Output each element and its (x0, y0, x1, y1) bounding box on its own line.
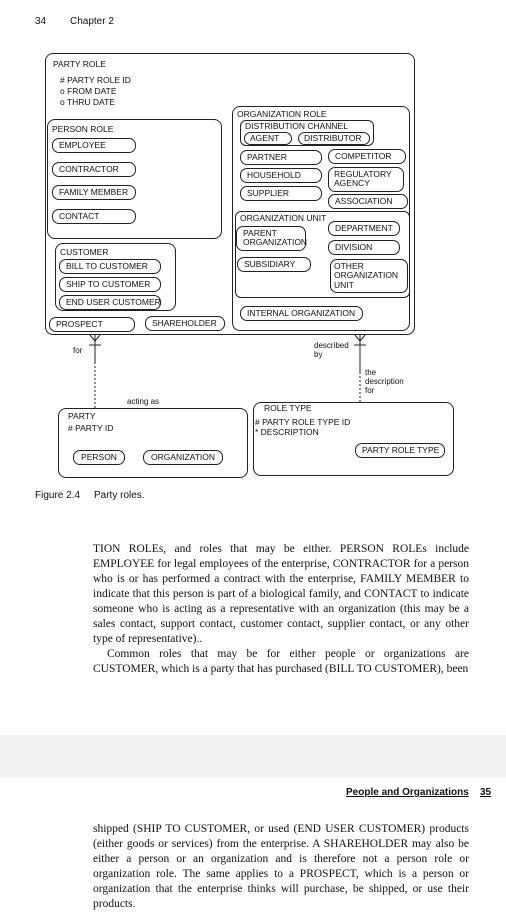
end-user-customer-entity: END USER CUSTOMER (59, 295, 161, 311)
organization-unit-title: ORGANIZATION UNIT (240, 213, 327, 223)
running-header-title: People and Organizations (346, 787, 469, 798)
contractor-entity: CONTRACTOR (52, 162, 136, 178)
from-date-attr: o FROM DATE (60, 86, 117, 96)
person-role-title: PERSON ROLE (52, 124, 114, 134)
person-entity: PERSON (73, 450, 125, 466)
party-roles-diagram: PARTY ROLE # PARTY ROLE ID o FROM DATE o… (45, 53, 454, 478)
association-entity: ASSOCIATION (328, 194, 408, 210)
party-role-type-entity: PARTY ROLE TYPE (355, 443, 445, 459)
distribution-channel-entity (240, 120, 374, 146)
figure-caption: Party roles. (94, 490, 145, 501)
figure-label: Figure 2.4 (35, 490, 81, 501)
running-header-page-number: 35 (480, 787, 492, 798)
party-role-title: PARTY ROLE (53, 59, 106, 69)
rel-for-label: for (73, 346, 83, 355)
family-member-entity: FAMILY MEMBER (52, 185, 136, 201)
subsidiary-entity: SUBSIDIARY (237, 257, 311, 273)
rel-acting-as-label: acting as (127, 397, 160, 406)
party-title: PARTY (68, 411, 96, 421)
description-attr: * DESCRIPTION (255, 427, 319, 437)
organization-entity: ORGANIZATION (143, 450, 223, 466)
body-text-page-34: TION ROLEs, and roles that may be either… (93, 542, 469, 677)
party-role-id-attr: # PARTY ROLE ID (60, 75, 131, 85)
distribution-channel-title: DISTRIBUTION CHANNEL (245, 121, 348, 131)
organization-unit-entity (235, 211, 410, 298)
distributor-entity: DISTRIBUTOR (298, 132, 370, 146)
competitor-entity: COMPETITOR (328, 149, 406, 165)
rel-description-for-label: the description for (365, 368, 404, 396)
body-text-page-35: shipped (SHIP TO CUSTOMER, or used (END … (93, 822, 469, 912)
parent-organization-entity: PARENT ORGANIZATION (236, 226, 307, 251)
page-break (0, 735, 506, 778)
regulatory-agency-entity: REGULATORY AGENCY (328, 167, 404, 192)
customer-entity (55, 243, 176, 311)
bill-to-customer-entity: BILL TO CUSTOMER (59, 259, 161, 275)
other-organization-unit-entity: OTHER ORGANIZATION UNIT (330, 259, 408, 294)
role-type-title: ROLE TYPE (264, 403, 312, 413)
division-entity: DIVISION (328, 240, 400, 256)
agent-entity: AGENT (244, 132, 292, 146)
party-entity (58, 408, 248, 478)
partner-entity: PARTNER (240, 150, 322, 166)
thru-date-attr: o THRU DATE (60, 97, 115, 107)
department-entity: DEPARTMENT (328, 221, 400, 237)
organization-role-title: ORGANIZATION ROLE (237, 109, 327, 119)
role-type-entity (253, 402, 454, 476)
customer-title: CUSTOMER (60, 247, 109, 257)
rel-described-by-label: described by (314, 341, 349, 360)
relationship-lines (89, 334, 366, 408)
party-role-type-id-attr: # PARTY ROLE TYPE ID (255, 417, 351, 427)
party-id-attr: # PARTY ID (68, 423, 114, 433)
paragraph-roles: TION ROLEs, and roles that may be either… (93, 543, 469, 645)
paragraph-common-roles: Common roles that may be for either peop… (93, 648, 469, 675)
supplier-entity: SUPPLIER (240, 186, 322, 202)
contact-entity: CONTACT (52, 209, 136, 225)
person-role-entity (47, 119, 222, 239)
household-entity: HOUSEHOLD (240, 168, 322, 184)
party-role-entity (45, 53, 415, 335)
employee-entity: EMPLOYEE (52, 138, 136, 154)
ship-to-customer-entity: SHIP TO CUSTOMER (59, 277, 161, 293)
shareholder-entity: SHAREHOLDER (145, 316, 225, 332)
paragraph-shipped: shipped (SHIP TO CUSTOMER, or used (END … (93, 823, 469, 910)
internal-organization-entity: INTERNAL ORGANIZATION (240, 306, 363, 322)
prospect-entity: PROSPECT (49, 317, 135, 333)
page-number: 34 (35, 16, 47, 27)
chapter-title: Chapter 2 (70, 16, 114, 27)
